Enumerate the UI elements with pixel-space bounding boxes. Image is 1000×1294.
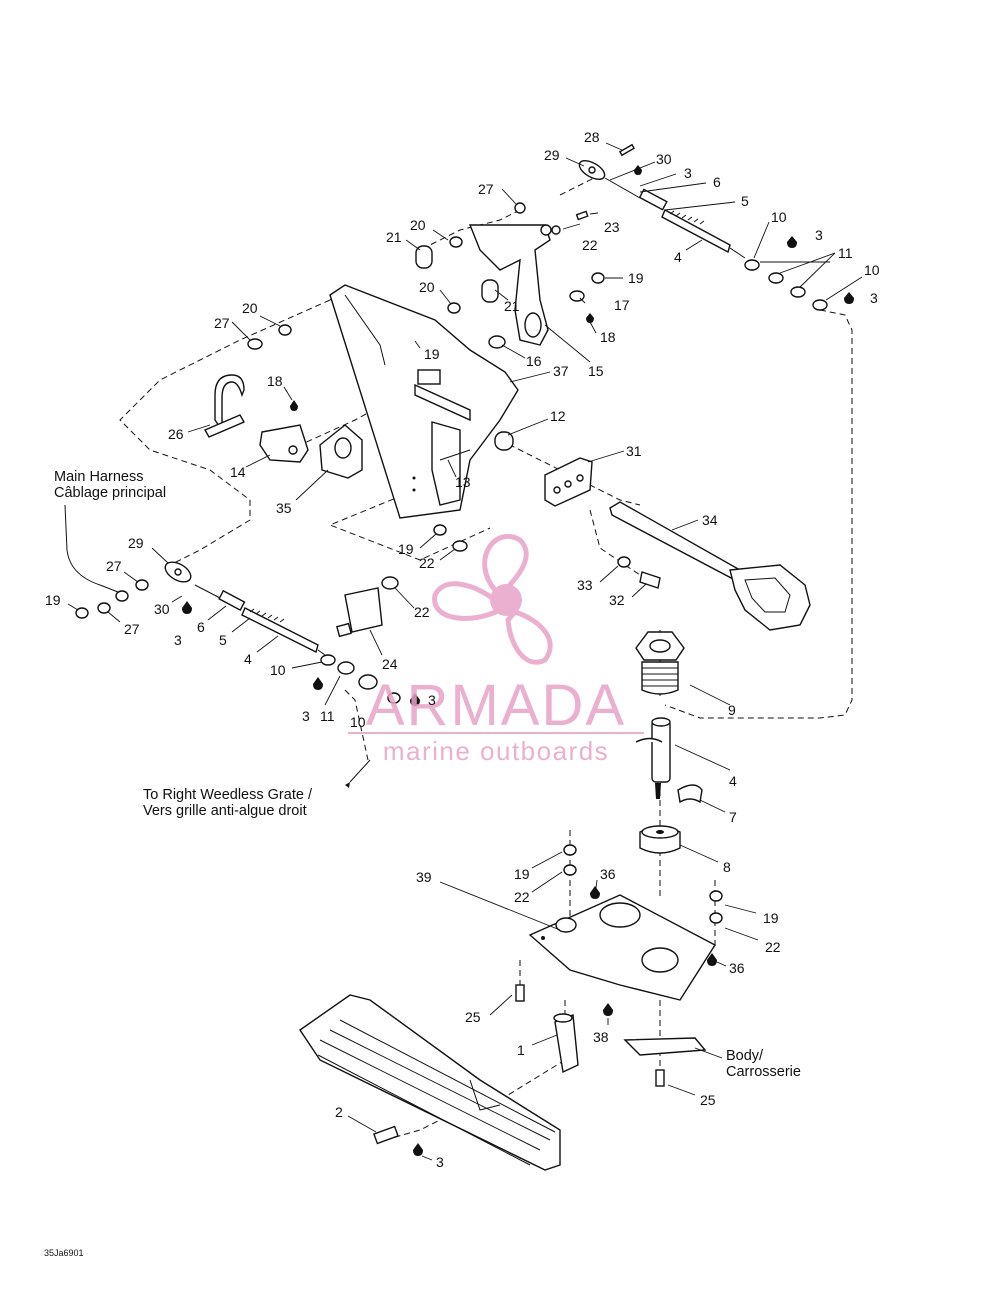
label-18: 18 [600,329,616,345]
label-22: 22 [514,889,530,905]
drawing-code: 35Ja6901 [44,1248,84,1258]
label-3: 3 [302,708,310,724]
label-15: 15 [588,363,604,379]
label-27: 27 [478,181,494,197]
label-22: 22 [765,939,781,955]
label-19: 19 [45,592,61,608]
part-labels: 28 29 30 3 6 27 5 10 20 23 3 21 22 11 4 … [45,129,880,1170]
label-36: 36 [729,960,745,976]
main-harness-label-fr: Câblage principal [54,485,166,501]
label-28: 28 [584,129,600,145]
label-8: 8 [723,859,731,875]
label-20: 20 [419,279,435,295]
label-9: 9 [728,702,736,718]
label-36: 36 [600,866,616,882]
label-22: 22 [582,237,598,253]
mounting-plate [329,284,519,519]
label-32: 32 [609,592,625,608]
label-6: 6 [197,619,205,635]
label-12: 12 [550,408,566,424]
label-23: 23 [604,219,620,235]
label-24: 24 [382,656,398,672]
label-3: 3 [174,632,182,648]
label-3: 3 [684,165,692,181]
label-3: 3 [436,1154,444,1170]
main-harness-label: Main Harness [54,469,143,485]
label-11: 11 [320,708,335,724]
leader-lines [67,142,863,1161]
label-37: 37 [553,363,569,379]
weedless-grate [299,994,561,1171]
label-5: 5 [219,632,227,648]
label-34: 34 [702,512,718,528]
body-label-fr: Carrosserie [726,1064,801,1080]
label-11: 11 [838,245,853,261]
label-27: 27 [124,621,140,637]
label-17: 17 [614,297,630,313]
weedless-grate-label: To Right Weedless Grate / [143,787,313,803]
label-6: 6 [713,174,721,190]
armada-watermark: ARMADA marine outboards [348,533,644,766]
label-30: 30 [656,151,672,167]
label-19: 19 [763,910,779,926]
propeller-logo-icon [432,533,553,665]
label-5: 5 [741,193,749,209]
label-26: 26 [168,426,184,442]
label-3: 3 [870,290,878,306]
label-10: 10 [771,209,787,225]
vertical-column [635,631,703,854]
label-10: 10 [270,662,286,678]
weedless-grate-label-fr: Vers grille anti-algue droit [143,803,307,819]
label-31: 31 [626,443,642,459]
label-35: 35 [276,500,292,516]
label-2: 2 [335,1104,343,1120]
base-bracket [515,844,723,1087]
label-22: 22 [419,555,435,571]
label-30: 30 [154,601,170,617]
label-22: 22 [414,604,430,620]
routing-lines [119,174,853,1141]
label-20: 20 [242,300,258,316]
label-19: 19 [424,346,440,362]
label-21: 21 [504,298,520,314]
label-21: 21 [386,229,402,245]
label-4: 4 [729,773,737,789]
label-18: 18 [267,373,283,389]
label-16: 16 [526,353,542,369]
lever-bracket [336,524,468,638]
label-13: 13 [455,474,471,490]
label-19: 19 [514,866,530,882]
label-10: 10 [864,262,880,278]
label-4: 4 [244,651,252,667]
label-25: 25 [700,1092,716,1108]
switch-assembly [204,374,363,479]
label-19: 19 [398,541,414,557]
label-29: 29 [544,147,560,163]
label-29: 29 [128,535,144,551]
lower-cable-assembly [64,504,420,788]
label-14: 14 [230,464,246,480]
label-3: 3 [428,692,436,708]
label-27: 27 [214,315,230,331]
label-1: 1 [517,1042,525,1058]
label-33: 33 [577,577,593,593]
label-19: 19 [628,270,644,286]
label-27: 27 [106,558,122,574]
label-7: 7 [729,809,737,825]
label-38: 38 [593,1029,609,1045]
upper-cable-assembly [578,143,854,311]
label-39: 39 [416,869,432,885]
rod-assembly [494,431,811,631]
watermark-tagline: marine outboards [383,736,609,766]
body-label: Body/ [726,1048,764,1064]
label-20: 20 [410,217,426,233]
label-4: 4 [674,249,682,265]
label-3: 3 [815,227,823,243]
label-10: 10 [350,714,366,730]
watermark-brand: ARMADA [366,673,626,738]
label-25: 25 [465,1009,481,1025]
